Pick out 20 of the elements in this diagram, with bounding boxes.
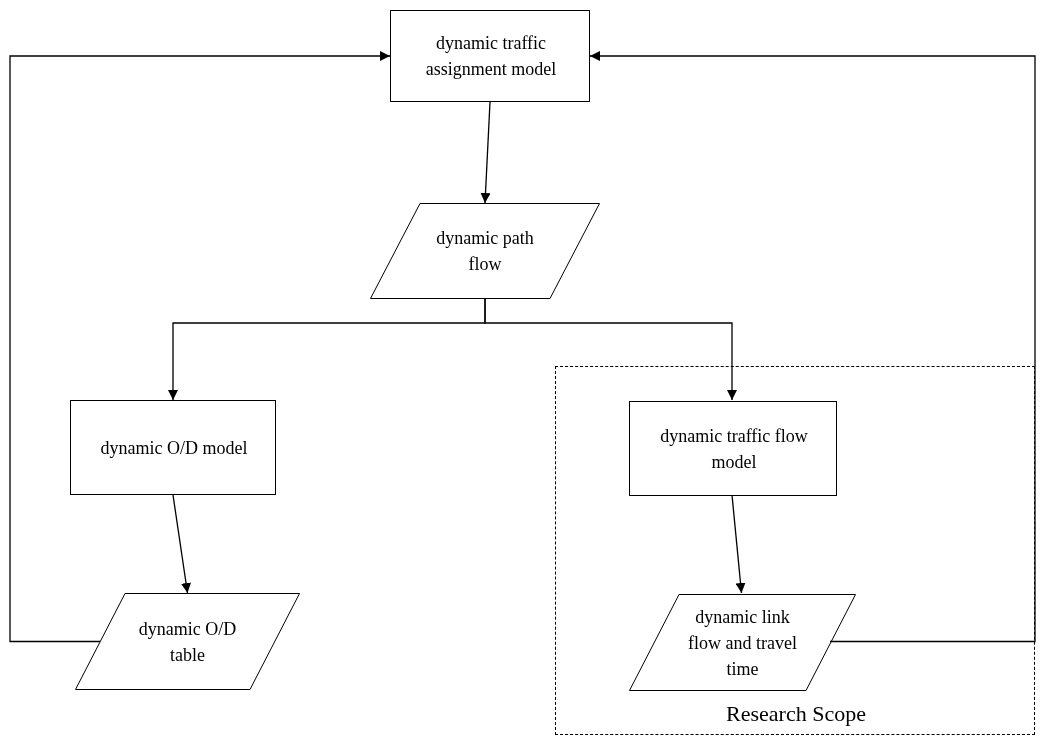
- node-label: dynamic path flow: [435, 226, 535, 276]
- node-label: dynamic O/D table: [137, 617, 238, 667]
- node-label: dynamic O/D model: [99, 436, 249, 460]
- arrow: [731, 494, 746, 594]
- arrow: [484, 298, 737, 401]
- process-box: [70, 400, 276, 495]
- data-parallelogram: [629, 594, 856, 691]
- arrow: [9, 51, 391, 643]
- scope-region: [555, 366, 1035, 735]
- process-box: [390, 10, 590, 102]
- arrow: [589, 51, 1036, 643]
- node-label: dynamic traffic assignment model: [424, 31, 558, 81]
- data-parallelogram: [370, 203, 600, 299]
- arrow: [172, 494, 191, 594]
- node-label: dynamic traffic flow model: [659, 424, 809, 474]
- arrow: [480, 101, 491, 204]
- process-box: [629, 401, 837, 496]
- region-label: Research Scope: [725, 700, 867, 729]
- data-parallelogram: [75, 593, 300, 690]
- node-label: dynamic link flow and travel time: [687, 605, 798, 681]
